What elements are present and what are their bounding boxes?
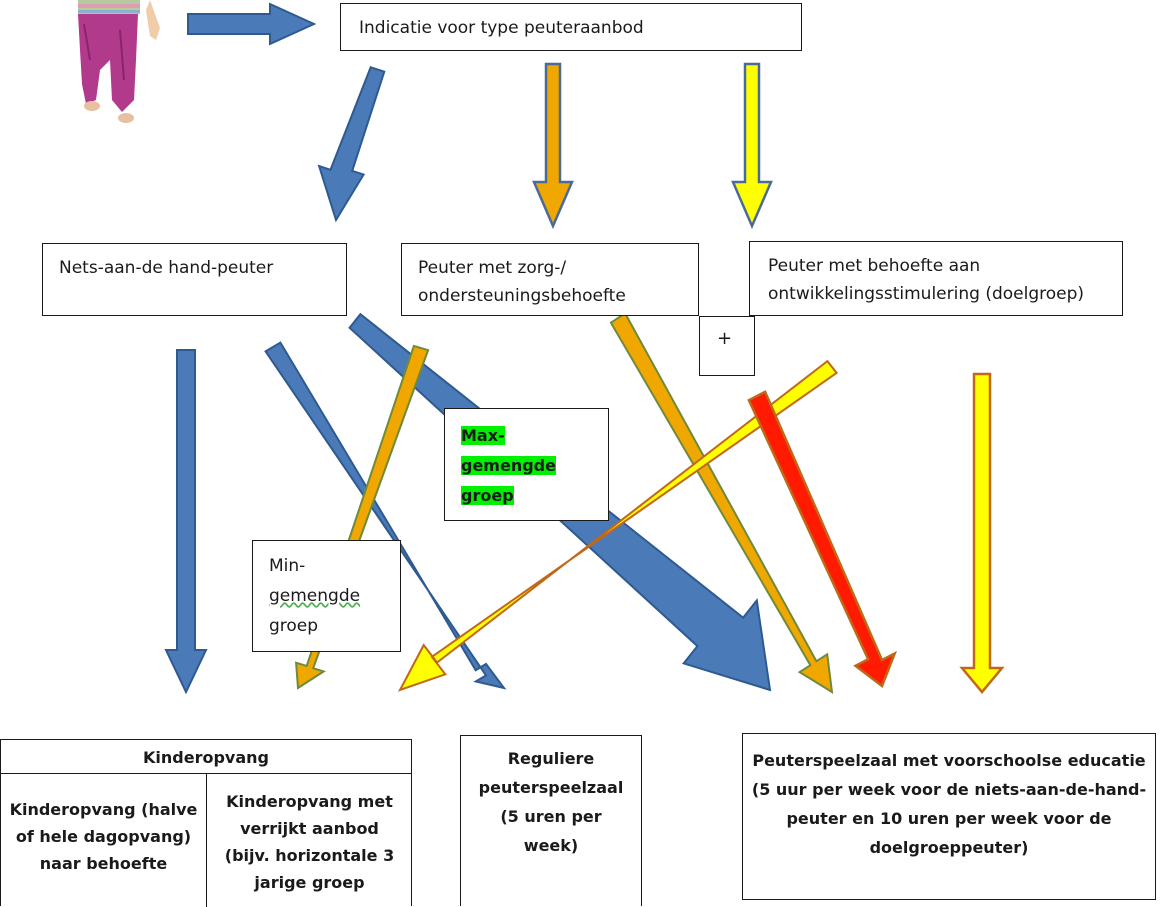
arrow-indicatie-doel [731,62,773,230]
zorg-label-2: ondersteuningsbehoefte [418,286,626,306]
arrow-niets-kinderopvang [164,349,208,695]
zorg-label-1: Peuter met zorg-/ [418,258,567,278]
peuterspeelzaal-ve-box: Peuterspeelzaal met voorschoolse educati… [742,733,1156,900]
reguliere-line-3: (5 uren per [500,807,602,826]
doel-label-2: ontwikkelingsstimulering (doelgroep) [768,284,1085,304]
ve-line-2: (5 uur per week voor de niets-aan-de-han… [751,780,1147,799]
max-gemengde-groep-box: Max- gemengde groep [444,408,609,521]
child-image [78,0,160,123]
plus-label: + [717,328,733,349]
arrow-doel-ve-yellow [959,372,1005,694]
max-label-1: Max- [461,426,505,445]
kinderopvang-header: Kinderopvang [143,748,269,767]
arrow-indicatie-niets [317,66,386,223]
doel-label-1: Peuter met behoefte aan [768,256,981,276]
niets-aan-de-hand-box: Nets-aan-de hand-peuter [42,243,347,316]
arrow-doel-ve-red [747,390,898,688]
indicatie-label: Indicatie voor type peuteraanbod [359,18,644,38]
arrow-zorg-ve [609,311,834,694]
min-gemengde-groep-box: Min- gemengde groep [252,540,401,652]
doelgroep-box: Peuter met behoefte aan ontwikkelingssti… [749,241,1123,316]
ve-line-4: doelgroeppeuter) [869,838,1029,857]
indicatie-box: Indicatie voor type peuteraanbod [340,3,802,51]
max-label-3: groep [461,486,514,505]
arrow-indicatie-zorg [532,62,574,230]
arrow-niets-reguliere [264,341,507,690]
kinderopvang-right-cell: Kinderopvang met verrijkt aanbod (bijv. … [224,792,395,892]
reguliere-line-4: week) [523,836,579,855]
reguliere-line-2: peuterspeelzaal [478,778,624,797]
niets-label: Nets-aan-de hand-peuter [59,258,274,278]
reguliere-peuterspeelzaal-box: Reguliere peuterspeelzaal (5 uren per we… [460,735,642,906]
zorg-box: Peuter met zorg-/ ondersteuningsbehoefte [401,243,699,316]
plus-box: + [699,316,755,376]
arrow-to-indicatie [187,2,317,46]
ve-line-1: Peuterspeelzaal met voorschoolse educati… [752,751,1146,770]
min-label-3: groep [269,616,319,636]
max-label-2: gemengde [461,456,556,475]
min-label-2: gemengde [269,586,361,606]
ve-line-3: peuter en 10 uren per week voor de [786,809,1112,828]
kinderopvang-left-cell: Kinderopvang (halve of hele dagopvang) n… [9,800,198,873]
reguliere-line-1: Reguliere [507,749,595,768]
kinderopvang-table: Kinderopvang Kinderopvang (halve of hele… [0,739,412,907]
min-label-1: Min- [269,556,306,576]
